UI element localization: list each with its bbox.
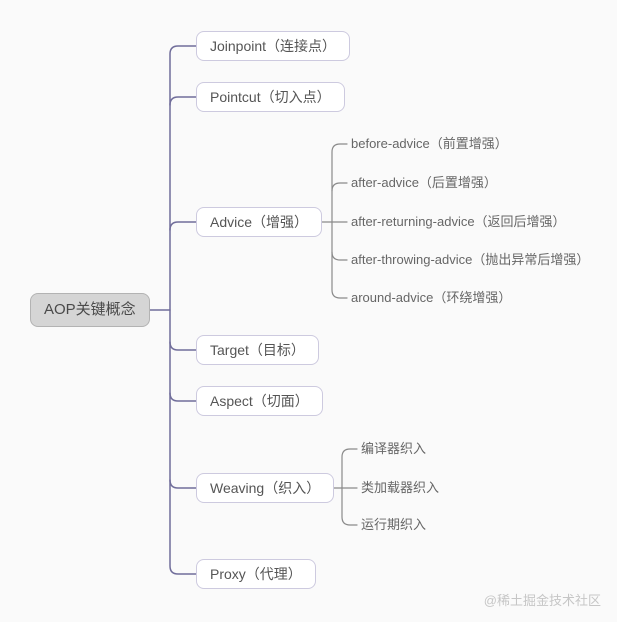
node-before-advice[interactable]: before-advice（前置增强） <box>351 136 508 151</box>
connector-weaving-trunk <box>341 448 358 526</box>
node-proxy[interactable]: Proxy（代理） <box>196 559 316 589</box>
node-advice[interactable]: Advice（增强） <box>196 207 323 237</box>
node-pointcut[interactable]: Pointcut（切入点） <box>196 82 345 112</box>
node-around-advice[interactable]: around-advice（环绕增强） <box>351 290 512 305</box>
root-node-aop[interactable]: AOP关键概念 <box>30 293 150 327</box>
subtree-connectors <box>311 143 358 526</box>
connector-after-throwing <box>331 251 348 261</box>
node-after-returning-advice[interactable]: after-returning-advice（返回后增强） <box>351 214 566 229</box>
connector-pointcut <box>169 96 197 106</box>
node-target[interactable]: Target（目标） <box>196 335 319 365</box>
connector-after-advice <box>331 182 348 192</box>
node-after-throwing-advice[interactable]: after-throwing-advice（抛出异常后增强） <box>351 252 590 267</box>
node-runtime-weaving[interactable]: 运行期织入 <box>361 517 427 532</box>
node-after-advice[interactable]: after-advice（后置增强） <box>351 175 497 190</box>
node-aspect[interactable]: Aspect（切面） <box>196 386 323 416</box>
connector-advice <box>169 221 197 231</box>
node-joinpoint[interactable]: Joinpoint（连接点） <box>196 31 351 61</box>
connector-trunk <box>169 45 197 575</box>
node-compiler-weaving[interactable]: 编译器织入 <box>361 441 427 456</box>
node-weaving[interactable]: Weaving（织入） <box>196 473 335 503</box>
connector-advice-trunk <box>331 143 348 299</box>
connector-aspect <box>169 392 197 402</box>
connector-target <box>169 341 197 351</box>
connector-weaving <box>169 479 197 489</box>
node-classloader-weaving[interactable]: 类加载器织入 <box>361 480 440 495</box>
watermark: @稀土掘金技术社区 <box>483 593 601 608</box>
